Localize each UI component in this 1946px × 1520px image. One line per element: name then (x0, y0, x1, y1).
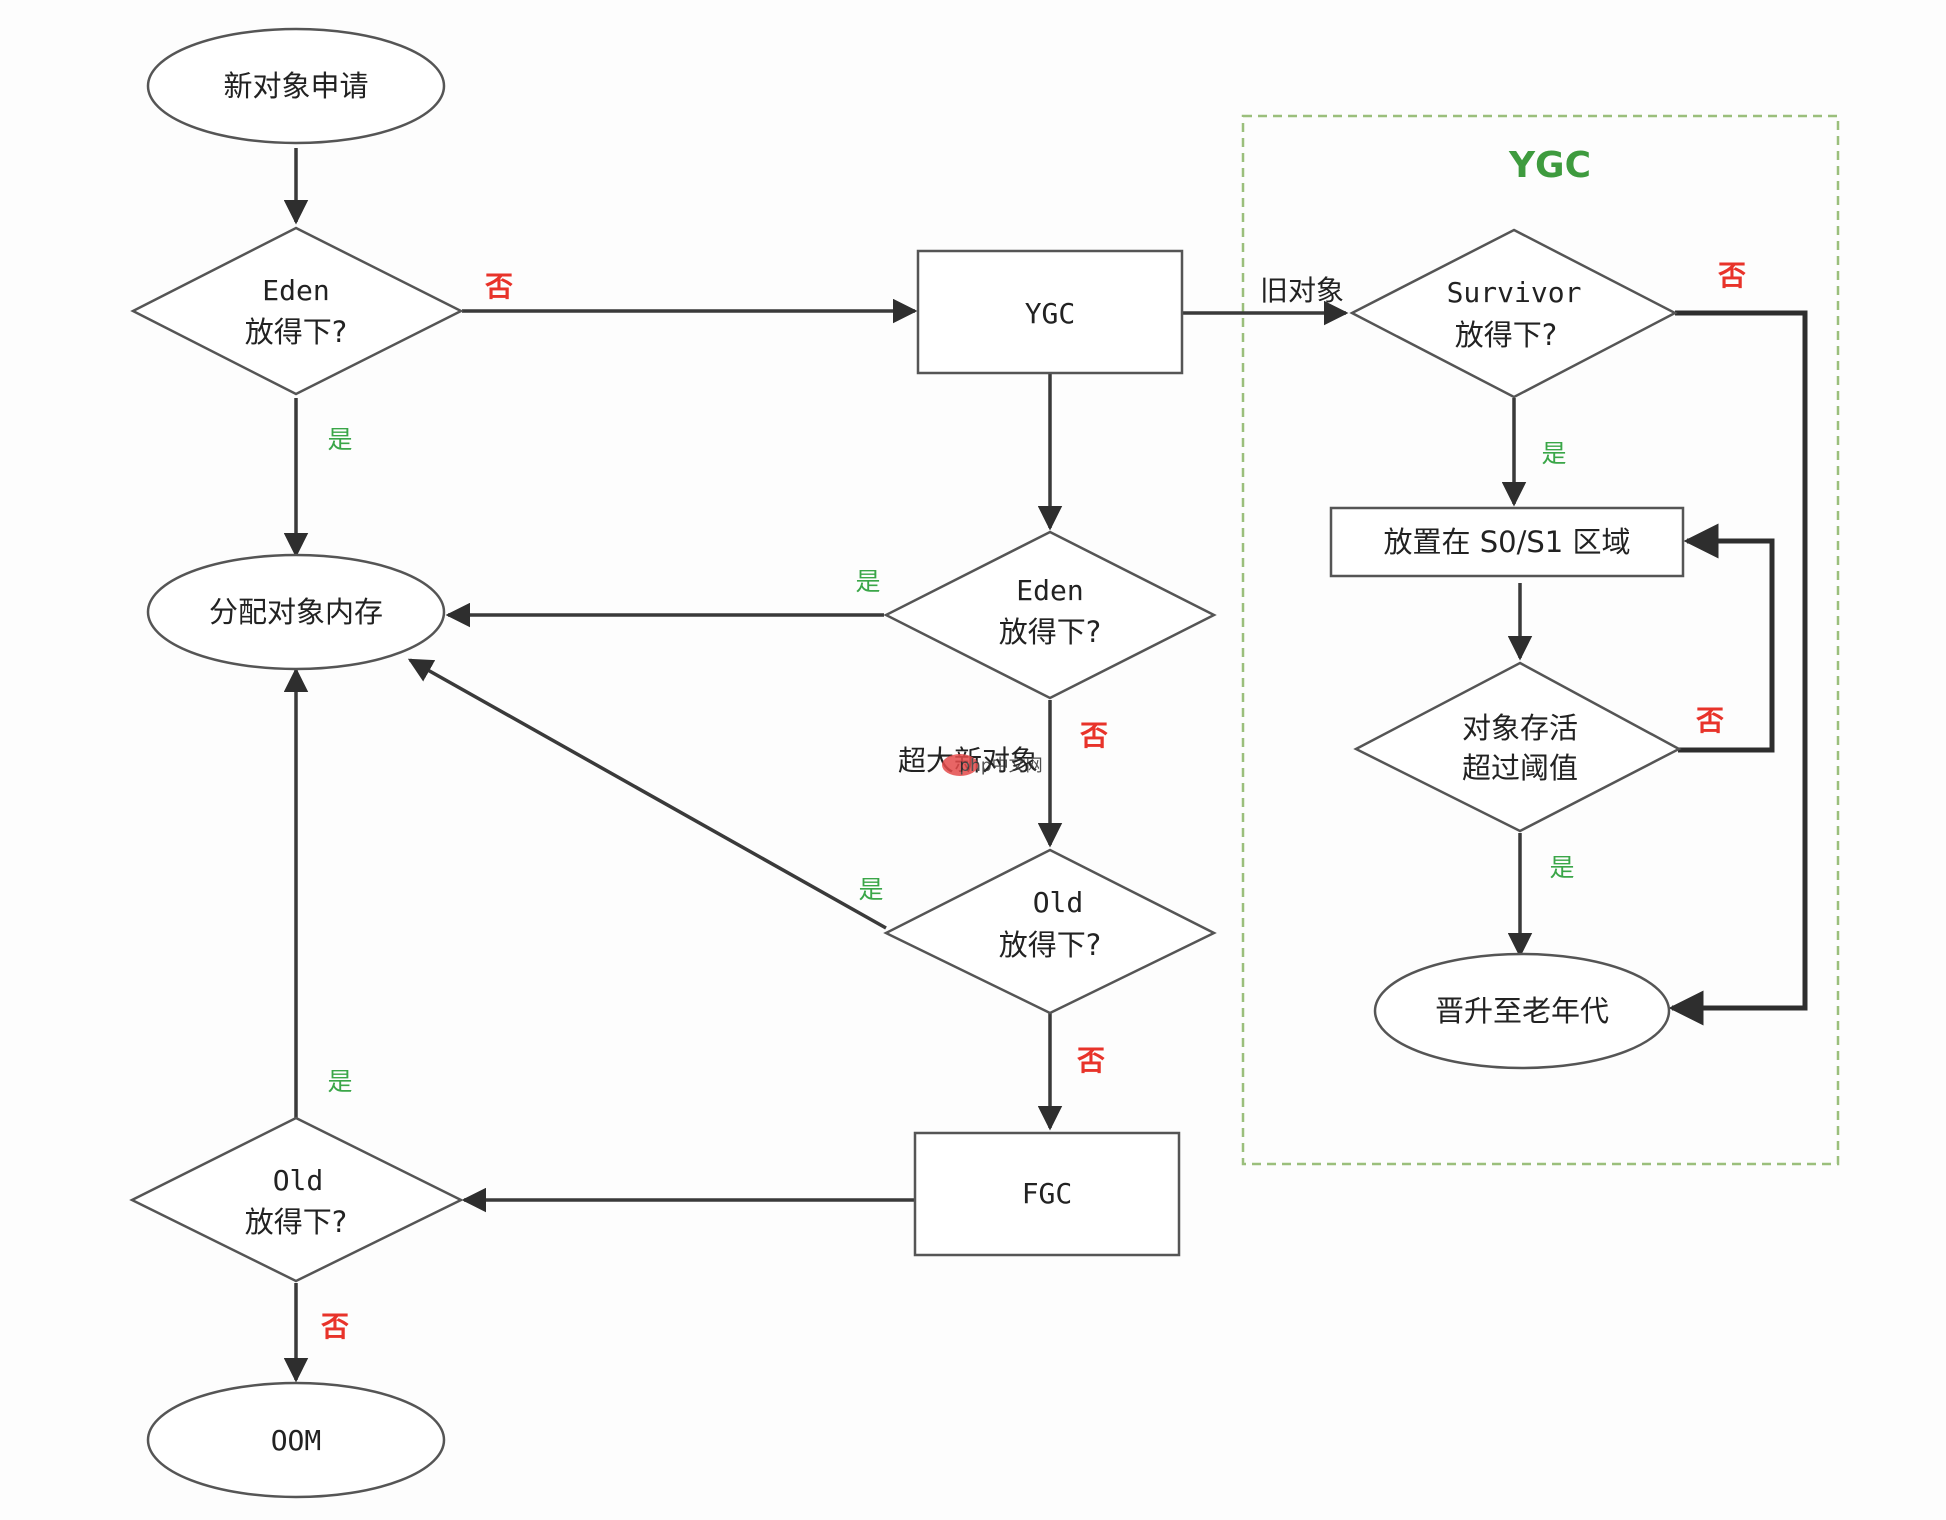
node-place-s0-s1-label: 放置在 S0/S1 区域 (1384, 525, 1631, 559)
node-age-check-line2: 超过阈值 (1462, 751, 1578, 785)
node-old-check-1-line1: Old (1033, 886, 1084, 919)
node-age-check (1353, 661, 1682, 833)
node-survivor-check-line1: Survivor (1447, 276, 1582, 309)
node-oom-label: OOM (271, 1424, 322, 1457)
watermark-badge-icon (942, 754, 978, 776)
edge-age-no-to-place (1678, 523, 1775, 753)
node-eden-check-1-line1: Eden (262, 274, 329, 307)
label-eden2-no: 否 (1080, 719, 1108, 752)
label-survivor-yes: 是 (1541, 439, 1566, 468)
label-old1-no: 否 (1077, 1044, 1105, 1077)
node-old-check-2 (129, 1116, 464, 1283)
node-old-check-1 (883, 848, 1217, 1015)
label-eden2-yes: 是 (855, 567, 880, 596)
label-survivor-no: 否 (1718, 259, 1746, 292)
node-fgc-box (913, 1131, 1181, 1257)
edge-survivor-no-to-promote (1668, 310, 1808, 1026)
node-allocate-memory (146, 553, 446, 671)
label-age-yes: 是 (1549, 853, 1574, 882)
ygc-group-border (1241, 114, 1840, 1166)
node-fgc-box-label: FGC (1022, 1177, 1073, 1210)
node-old-check-2-line2: 放得下? (245, 1205, 347, 1239)
node-ygc-box-label: YGC (1025, 297, 1076, 330)
node-old-check-1-line2: 放得下? (999, 928, 1101, 962)
node-promote-old (1373, 952, 1671, 1070)
watermark: php中文网 (942, 754, 1043, 776)
label-old1-yes: 是 (858, 875, 883, 904)
node-eden-check-1-line2: 放得下? (245, 315, 347, 349)
node-survivor-check (1349, 228, 1678, 399)
node-new-request (146, 27, 446, 145)
node-age-check-line1: 对象存活 (1462, 711, 1578, 745)
label-age-no: 否 (1696, 704, 1724, 737)
node-eden-check-1 (130, 226, 464, 396)
node-place-s0-s1 (1329, 506, 1685, 578)
label-eden1-no: 否 (485, 270, 513, 303)
node-eden-check-2-line1: Eden (1016, 574, 1083, 607)
label-old2-yes: 是 (327, 1067, 352, 1096)
node-promote-old-label: 晋升至老年代 (1435, 994, 1609, 1028)
node-eden-check-2 (883, 530, 1217, 700)
node-survivor-check-line2: 放得下? (1455, 318, 1557, 352)
node-eden-check-2-line2: 放得下? (999, 615, 1101, 649)
ygc-group-title: YGC (1508, 145, 1591, 186)
node-new-request-label: 新对象申请 (223, 69, 368, 103)
watermark-text: php中文网 (959, 756, 1042, 776)
node-ygc-box (916, 249, 1184, 375)
edge-old1-yes-to-allocate (407, 658, 887, 930)
node-oom (146, 1381, 446, 1499)
label-old2-no: 否 (321, 1310, 349, 1343)
node-allocate-memory-label: 分配对象内存 (209, 595, 383, 629)
label-eden1-yes: 是 (327, 425, 352, 454)
node-old-check-2-line1: Old (273, 1164, 324, 1197)
label-old-object: 旧对象 (1260, 274, 1344, 307)
